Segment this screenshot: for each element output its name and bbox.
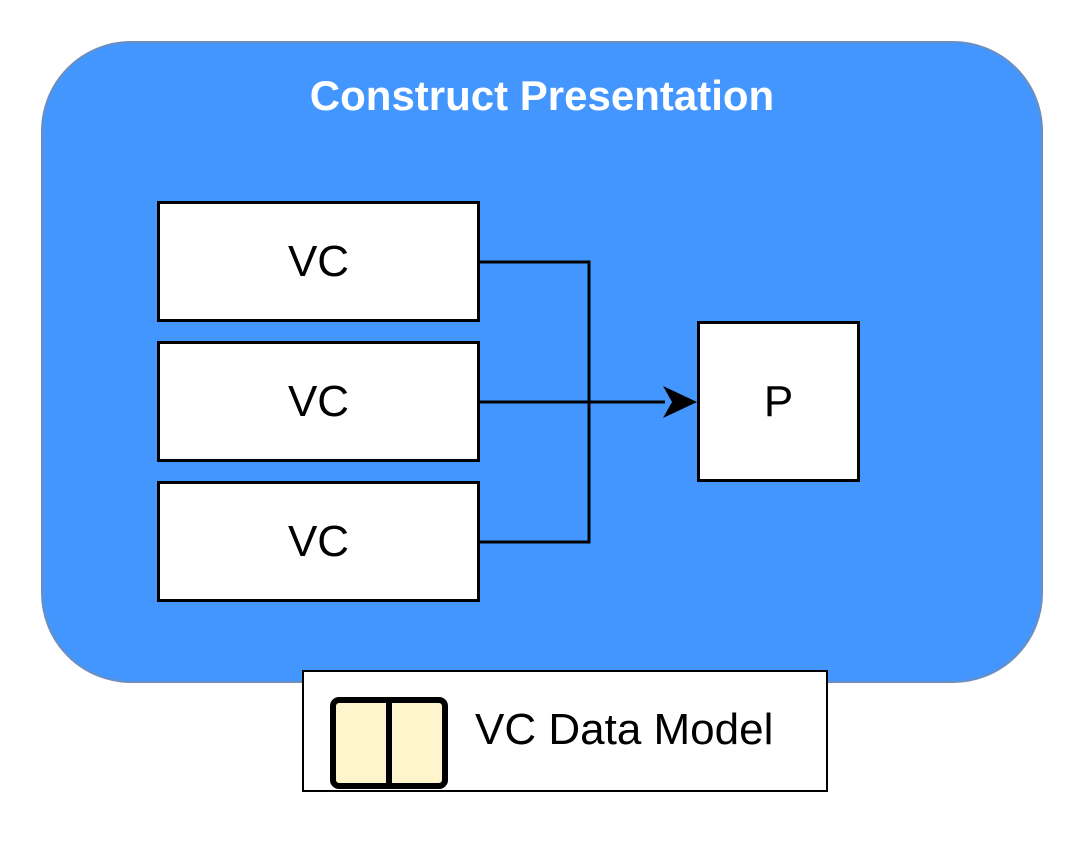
book-icon <box>330 697 448 789</box>
vc-node-3-label: VC <box>287 516 350 566</box>
vc-node-1-label: VC <box>287 236 350 286</box>
container-title: Construct Presentation <box>309 72 775 119</box>
vc-node-3: VC <box>157 481 480 602</box>
presentation-node-label: P <box>763 376 794 426</box>
legend-label: VC Data Model <box>475 705 774 754</box>
vc-node-2-label: VC <box>287 376 350 426</box>
vc-node-2: VC <box>157 341 480 462</box>
vc-node-1: VC <box>157 201 480 322</box>
presentation-node: P <box>697 321 860 482</box>
